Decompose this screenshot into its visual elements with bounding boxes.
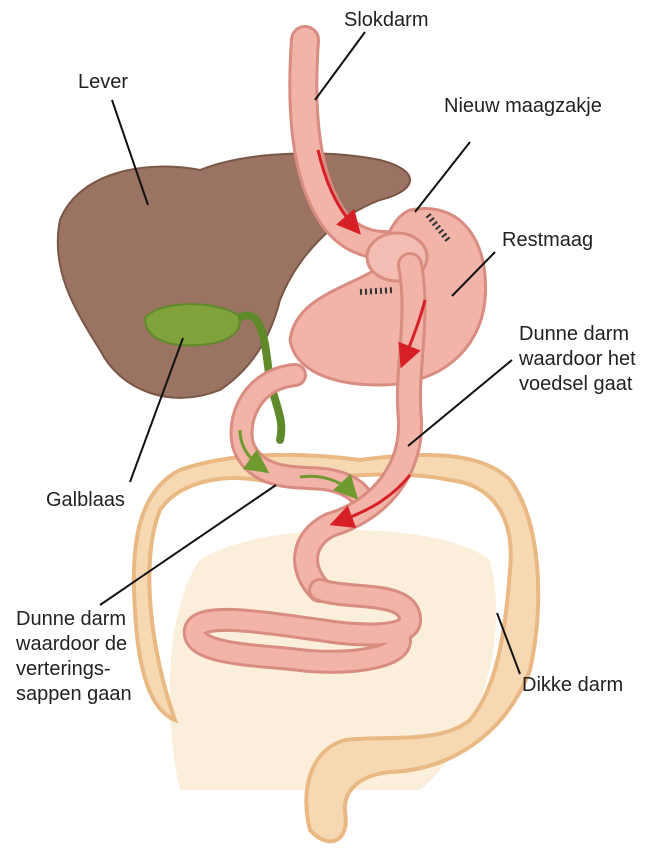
label-slokdarm: Slokdarm: [344, 8, 428, 33]
label-dikke-darm: Dikke darm: [522, 673, 623, 698]
leader-slokdarm: [315, 32, 365, 100]
label-galblaas: Galblaas: [46, 488, 125, 513]
label-restmaag: Restmaag: [502, 228, 593, 253]
label-dunne-darm-sappen: Dunne darm waardoor de verterings- sappe…: [16, 607, 132, 707]
gallbladder: [145, 304, 240, 345]
leader-nieuw-maagzakje: [415, 142, 470, 212]
label-dunne-darm-voedsel: Dunne darm waardoor het voedsel gaat: [519, 322, 636, 397]
label-nieuw-maagzakje: Nieuw maagzakje: [444, 94, 602, 119]
biliopancreatic-limb-fill: [242, 375, 364, 510]
label-lever: Lever: [78, 70, 128, 95]
